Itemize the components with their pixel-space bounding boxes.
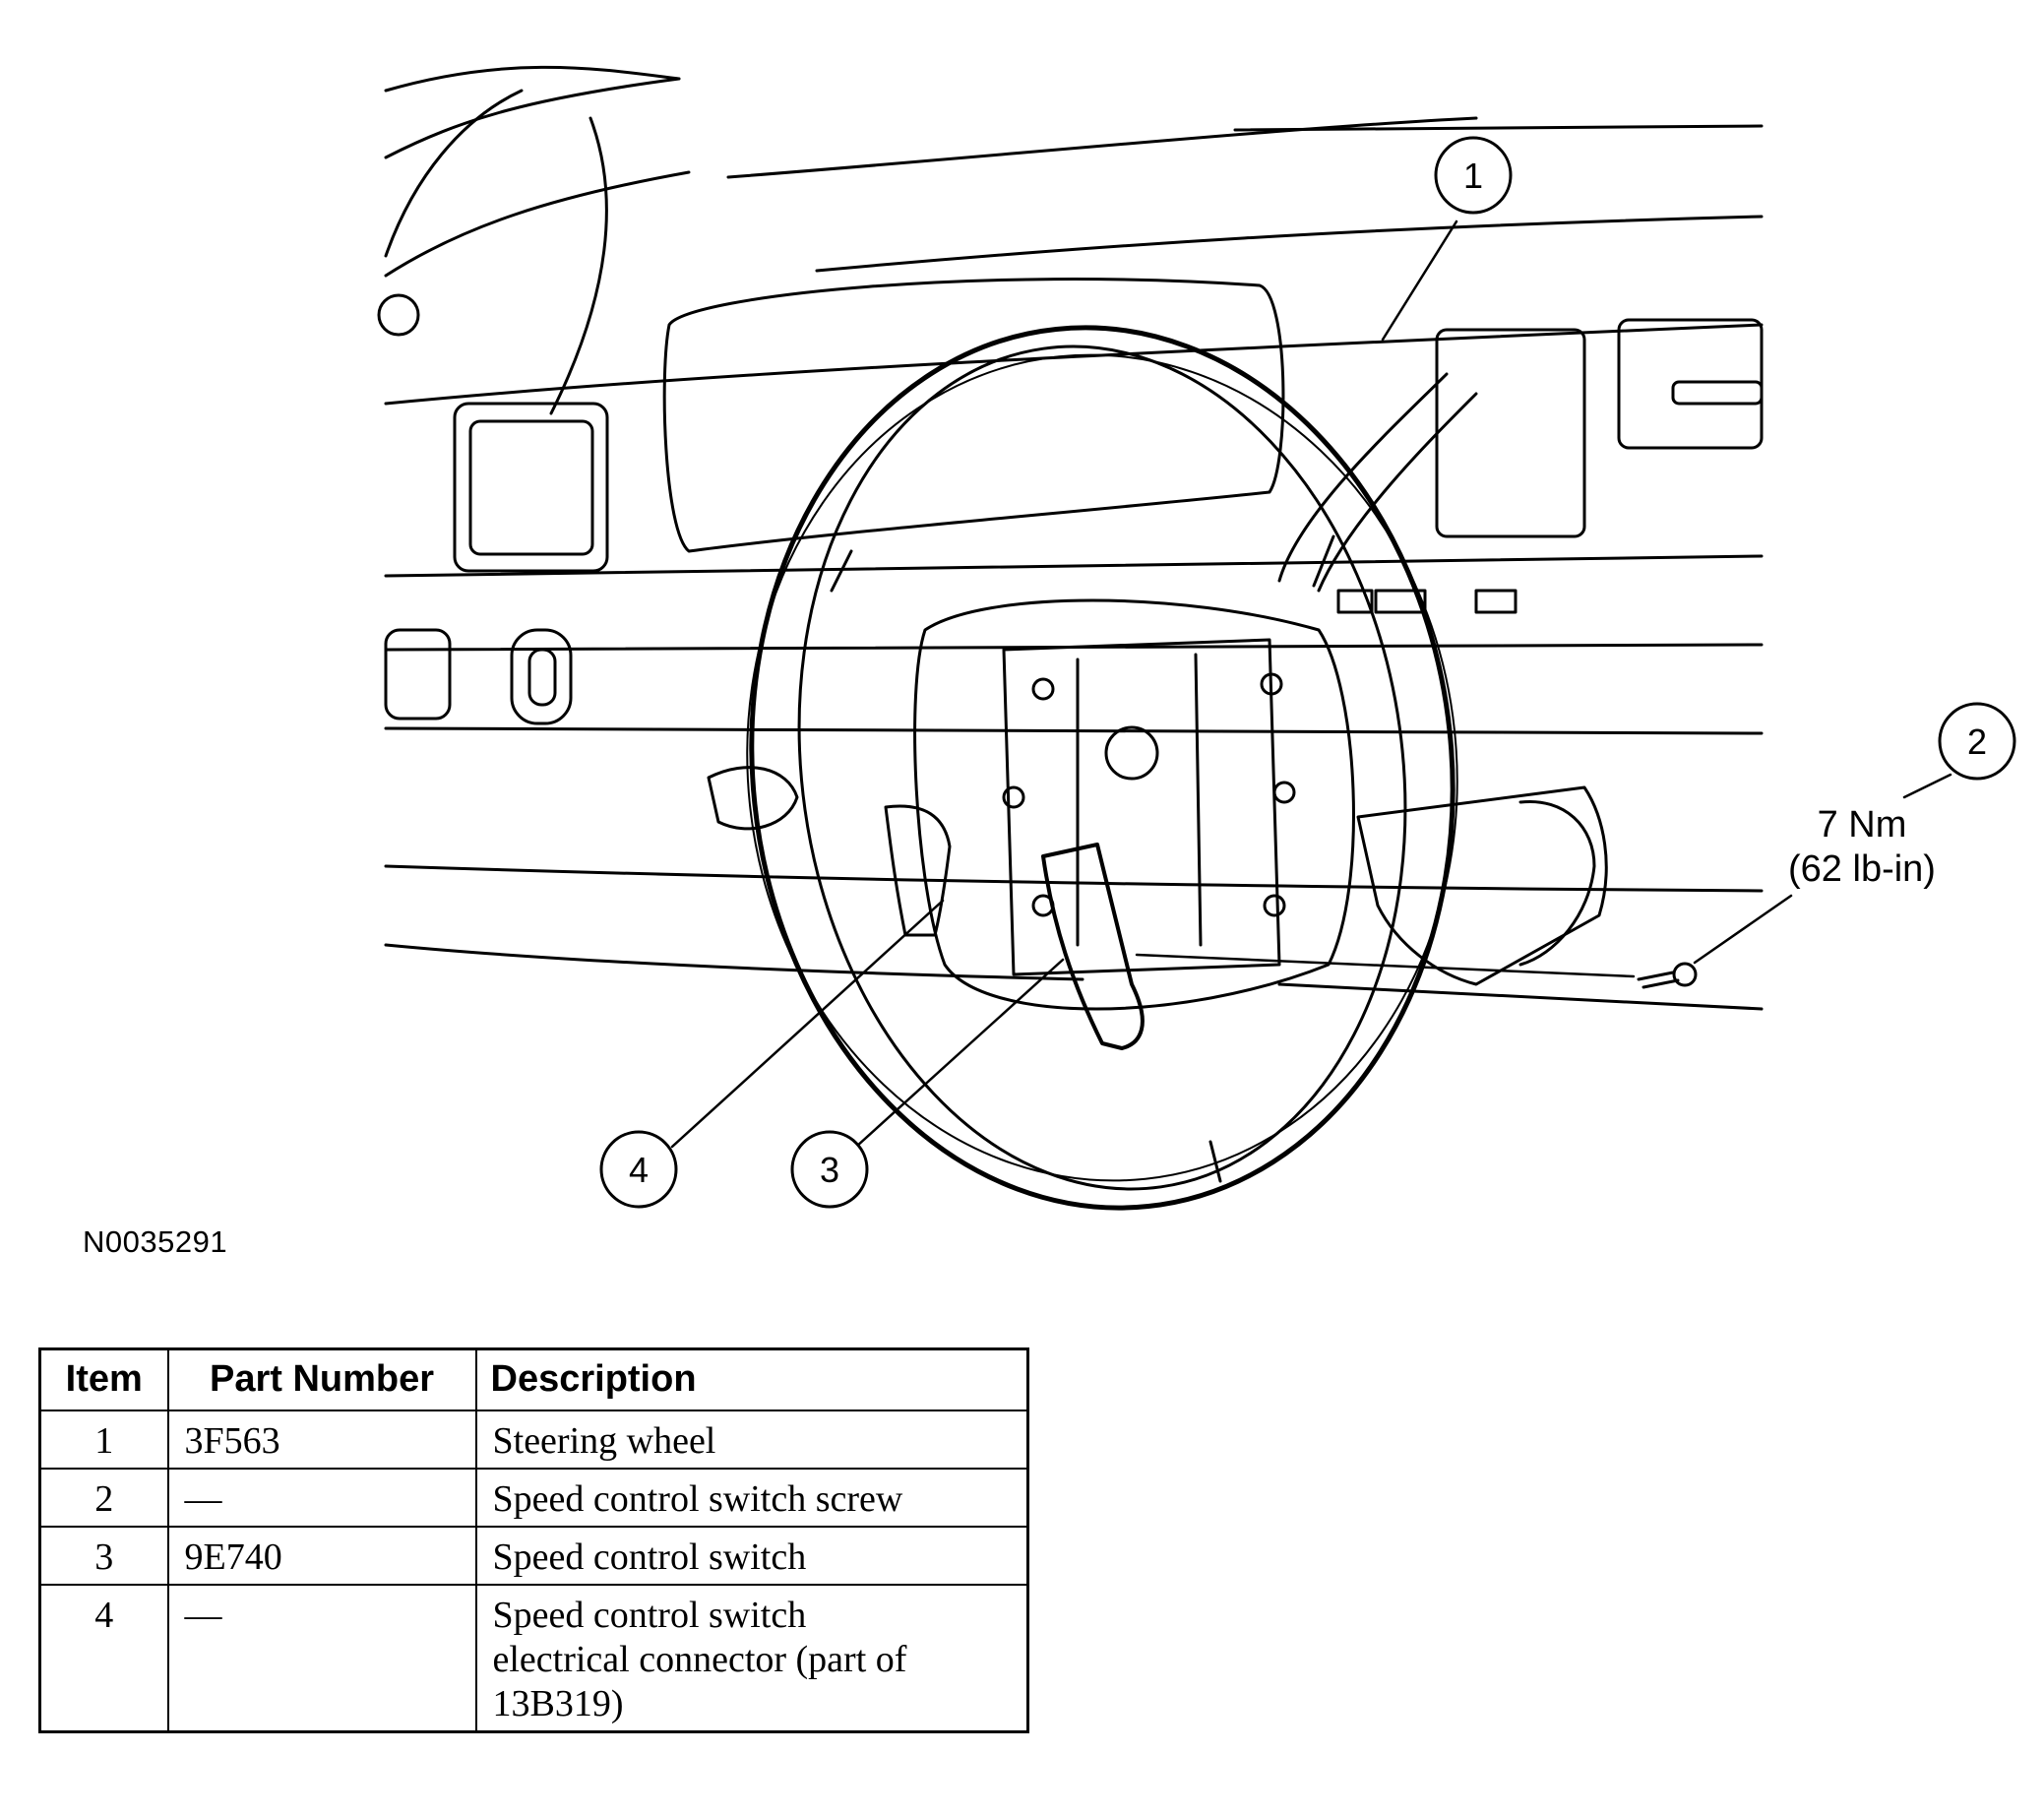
table-header-row: Item Part Number Description: [38, 1347, 1029, 1411]
row-description: Speed control switch screw: [474, 1468, 1029, 1528]
row-item: 2: [38, 1468, 169, 1528]
table-row: 3 9E740 Speed control switch: [38, 1526, 1029, 1586]
callout-1-label: 1: [1463, 156, 1483, 196]
row-description: Steering wheel: [474, 1410, 1029, 1470]
steering-wheel-graphic: [746, 325, 1698, 1211]
callout-2: 2: [1938, 702, 2016, 781]
callout-leaders: [670, 219, 1952, 1149]
table-row: 1 3F563 Steering wheel: [38, 1410, 1029, 1470]
callout-3: 3: [790, 1130, 869, 1209]
row-part-number: 3F563: [166, 1410, 477, 1470]
header-part-number: Part Number: [166, 1347, 477, 1411]
callout-3-label: 3: [820, 1150, 839, 1190]
row-description: Speed control switch electrical connecto…: [474, 1584, 1029, 1733]
description-line: electrical connector (part of: [492, 1639, 907, 1680]
steering-wheel-illustration: 1 2 3 4 7 Nm (62 lb-in): [377, 65, 2016, 1211]
table-row: 2 — Speed control switch screw: [38, 1468, 1029, 1528]
parts-table: Item Part Number Description 1 3F563 Ste…: [38, 1347, 1029, 1733]
instrument-panel: [377, 65, 1764, 1011]
callout-1: 1: [1434, 136, 1513, 215]
figure-id: N0035291: [83, 1224, 228, 1259]
description-line: Speed control switch screw: [492, 1478, 903, 1520]
header-item: Item: [38, 1347, 169, 1411]
row-description: Speed control switch: [474, 1526, 1029, 1586]
description-line: 13B319): [492, 1683, 624, 1724]
torque-metric: 7 Nm: [1818, 804, 1907, 846]
description-line: Speed control switch: [492, 1595, 807, 1636]
row-part-number: 9E740: [166, 1526, 477, 1586]
row-part-number: —: [166, 1468, 477, 1528]
row-item: 4: [38, 1584, 169, 1733]
description-line: Speed control switch: [492, 1536, 807, 1578]
torque-imperial: (62 lb-in): [1788, 848, 1936, 890]
callout-2-label: 2: [1967, 721, 1987, 762]
callout-4-label: 4: [629, 1150, 649, 1190]
description-line: Steering wheel: [492, 1420, 716, 1462]
row-part-number: —: [166, 1584, 477, 1733]
row-item: 3: [38, 1526, 169, 1586]
row-item: 1: [38, 1410, 169, 1470]
callout-4: 4: [599, 1130, 678, 1209]
table-row: 4 — Speed control switch electrical conn…: [38, 1584, 1029, 1733]
header-description: Description: [474, 1347, 1029, 1411]
